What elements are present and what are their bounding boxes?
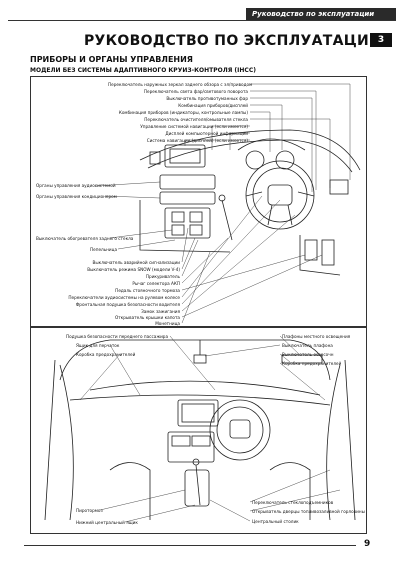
- dashboard-leader-lines: [94, 83, 351, 324]
- section-subheading: МОДЕЛИ БЕЗ СИСТЕМЫ АДАПТИВНОГО КРУИЗ-КОН…: [30, 67, 256, 74]
- speedometer: [275, 150, 295, 170]
- steering-wheel: [245, 160, 315, 230]
- cabin-overhead-lamp: [281, 354, 323, 364]
- section-tab: 3: [370, 33, 392, 47]
- rear-view-mirror: [193, 354, 207, 364]
- label-shift-lever: Рычаг селектора АКП: [132, 281, 180, 286]
- cabin-center-screen: [177, 399, 219, 427]
- tachometer: [245, 150, 265, 170]
- label-window-switch: Переключатель стеклоподъемников: [252, 500, 334, 505]
- label-nav-control: Управление системой навигации (если имее…: [140, 124, 248, 129]
- label-coin-box: Монетница: [155, 321, 180, 326]
- cabin-illustration: [44, 339, 356, 521]
- running-header: Руководство по эксплуатации: [252, 10, 375, 18]
- page-title: РУКОВОДСТВО ПО ЭКСПЛУАТАЦИИ: [84, 33, 382, 49]
- label-steering-audio: Переключатели аудиосистемы на рулевом ко…: [68, 295, 180, 300]
- label-wiper-switch: Переключатель очистителя/омывателя стекл…: [144, 117, 248, 122]
- label-passenger-airbag: Подушка безопасности переднего пассажира: [66, 334, 169, 339]
- label-center-table: Центральный столик: [252, 519, 299, 524]
- label-map-lights: Плафоны местного освещения: [282, 334, 351, 339]
- label-computer-display: Дисплей компьютерной информации: [165, 131, 248, 136]
- label-glovebox: Ящик для перчаток: [76, 343, 120, 348]
- label-nav-display: Система навигации (дисплей) (если имеетс…: [146, 138, 248, 143]
- cabin-diagram-frame: [30, 327, 367, 534]
- header-rule: [8, 20, 396, 21]
- label-fusebox-left: Коробка предохранителей: [76, 352, 136, 357]
- running-header-bar: [246, 8, 396, 20]
- label-climate-controls: Органы управления кондиционером: [36, 194, 117, 199]
- label-fuel-door: Открыватель дверцы топливозаливной горло…: [252, 509, 365, 514]
- nav-screen: [164, 144, 206, 168]
- cabin-leader-lines: [79, 335, 341, 523]
- label-mirror-switch: Переключатель наружных зеркал заднего об…: [108, 82, 253, 87]
- label-light-switch: Переключатель света фар/светового поворо…: [143, 89, 248, 94]
- label-hood-release: Открыватель крышки капота: [114, 315, 180, 320]
- label-lighter: Прикуриватель: [145, 274, 180, 279]
- label-ashtray: Пепельница: [90, 247, 118, 252]
- label-instrument-indicators: Комбинация приборов (индикаторы, контрол…: [118, 110, 248, 115]
- label-driver-airbag: Фронтальная подушка безопасности водител…: [75, 302, 180, 307]
- cabin-dash-line: [89, 380, 321, 396]
- label-parking-brake: Педаль стояночного тормоза: [115, 288, 180, 293]
- footer-rule: [24, 545, 356, 546]
- label-ignition: Замок зажигания: [141, 309, 180, 314]
- dashboard-diagram-frame: [30, 76, 367, 327]
- label-fog-switch: Выключатель противотуманных фар: [166, 96, 248, 101]
- section-heading: ПРИБОРЫ И ОРГАНЫ УПРАВЛЕНИЯ: [30, 55, 193, 64]
- label-snow-mode: Выключатель режима SNOW (модели V-4): [87, 267, 180, 272]
- climate-unit: [159, 191, 216, 205]
- label-lower-center-box: Нижний центральный ящик: [76, 520, 138, 525]
- cabin-steering-wheel: [209, 399, 271, 461]
- label-audio-controls: Органы управления аудиосистемой: [36, 183, 116, 188]
- page-number: 9: [364, 539, 371, 549]
- audio-unit: [159, 174, 216, 190]
- label-fusebox-right: Коробка предохранителей: [282, 361, 342, 366]
- label-rear-defroster: Выключатель обогревателя заднего стекла: [36, 236, 134, 241]
- label-pyro-brake: Пиротормоз: [76, 508, 103, 513]
- label-lamp-switch: Выключатель освесочн: [282, 352, 334, 357]
- label-hazard-switch: Выключатель аварийной сигнализации: [92, 260, 180, 265]
- label-instrument-display: Комбинация приборов/дисплей: [178, 103, 248, 108]
